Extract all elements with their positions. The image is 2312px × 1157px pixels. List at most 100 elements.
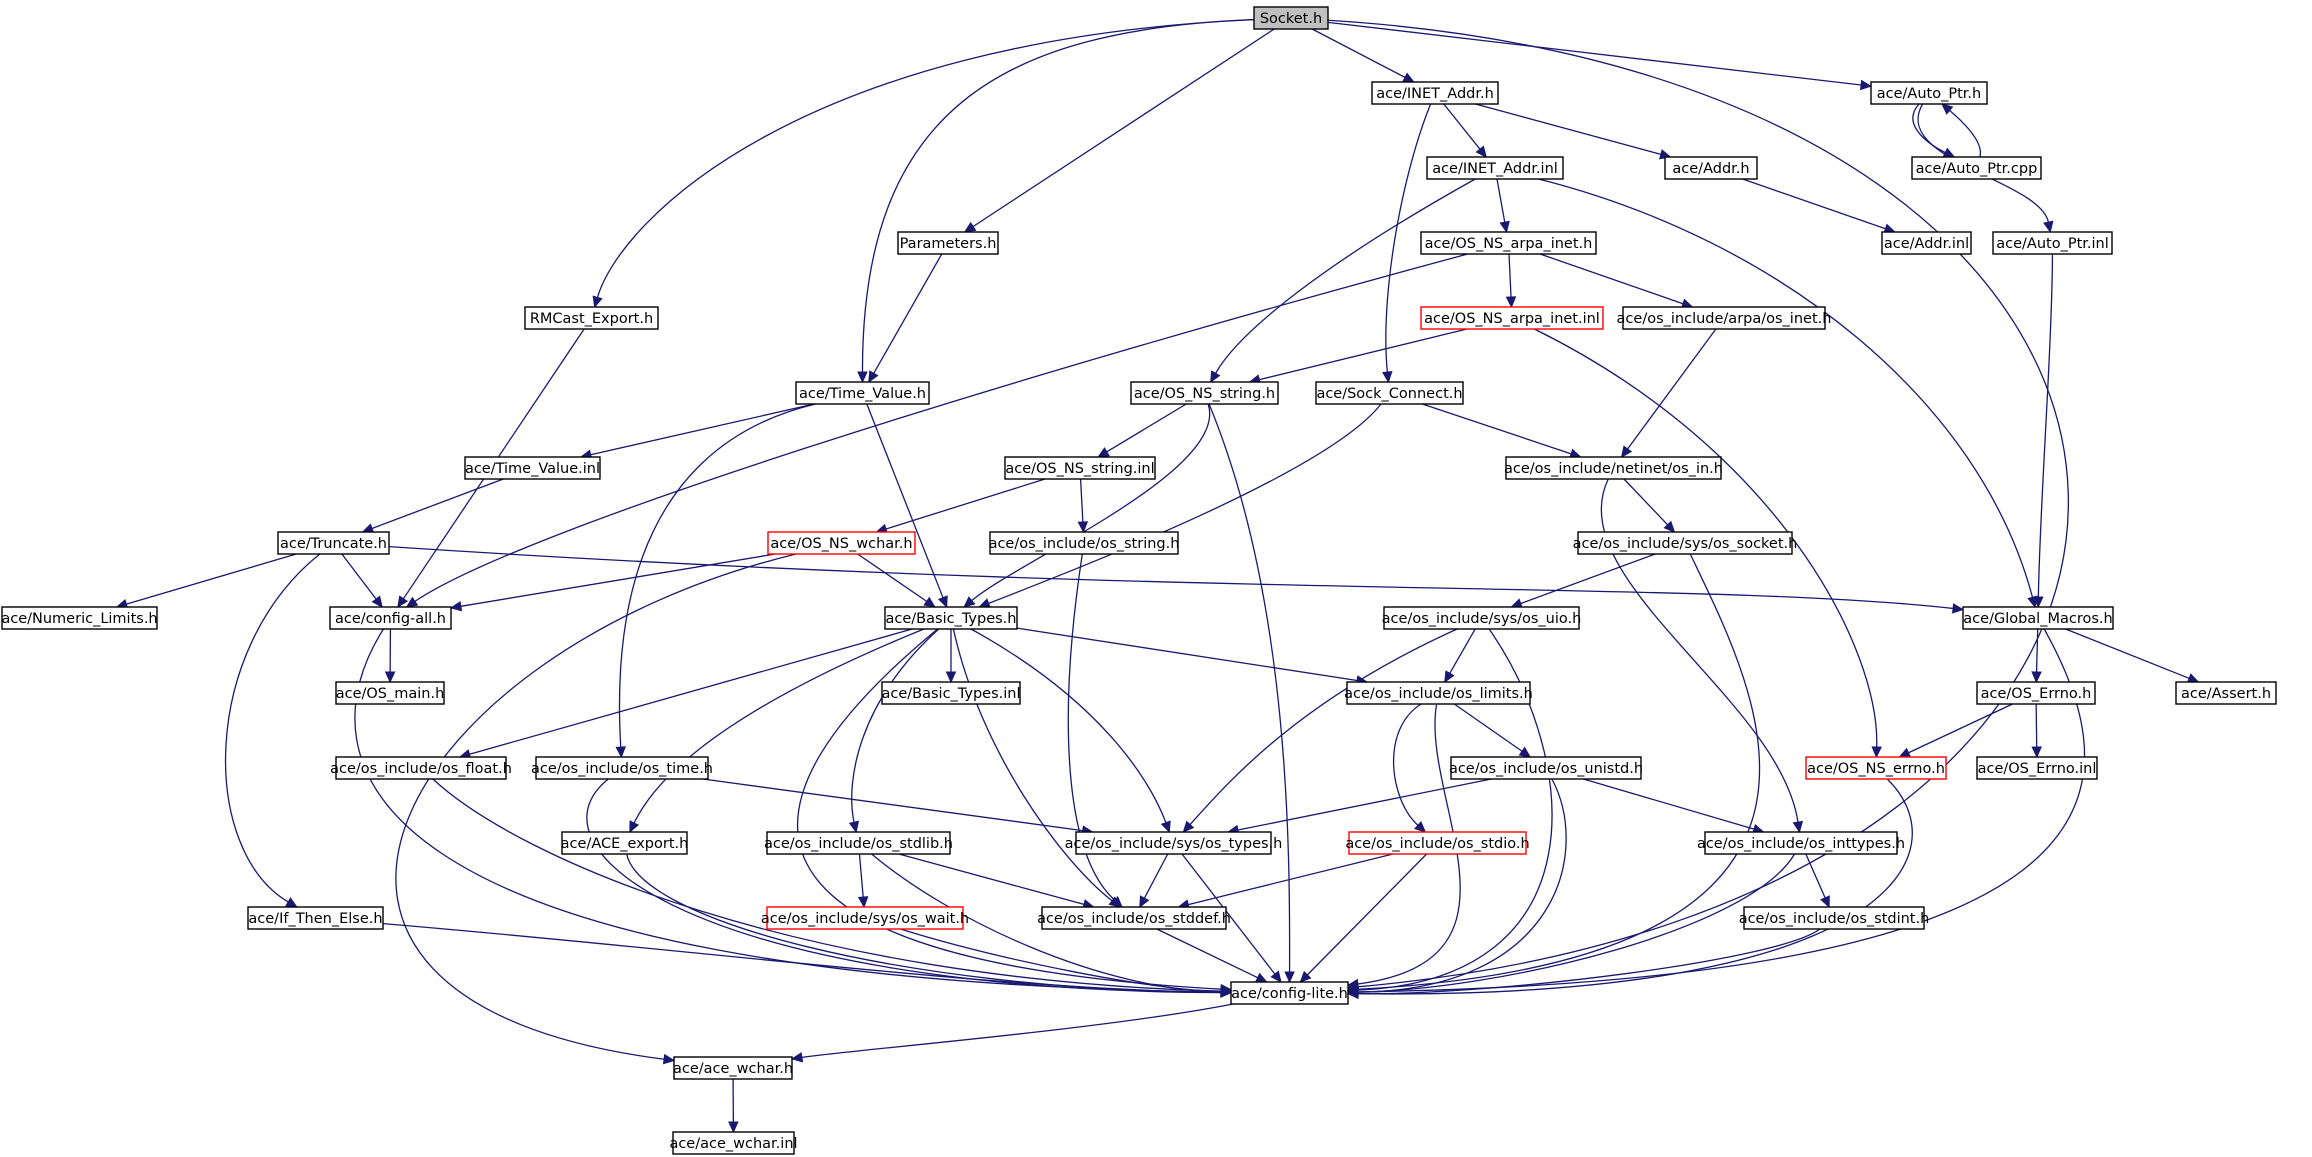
node-os-stdlib-h[interactable]: ace/os_include/os_stdlib.h: [764, 831, 953, 855]
node-box[interactable]: [1420, 306, 1604, 330]
node-box[interactable]: [1450, 756, 1642, 780]
node-addr-inl[interactable]: ace/Addr.inl: [1881, 231, 1972, 255]
node-sys-os-wait-h[interactable]: ace/os_include/sys/os_wait.h: [761, 906, 969, 930]
node-netinet-os-in-h[interactable]: ace/os_include/netinet/os_in.h: [1504, 456, 1723, 480]
node-ace-wchar-inl[interactable]: ace/ace_wchar.inl: [669, 1131, 798, 1155]
node-os-float-h[interactable]: ace/os_include/os_float.h: [330, 756, 512, 780]
node-box[interactable]: [1348, 831, 1527, 855]
node-truncate-h[interactable]: ace/Truncate.h: [277, 531, 390, 555]
node-global-macros-h[interactable]: ace/Global_Macros.h: [1962, 606, 2114, 630]
node-box[interactable]: [767, 531, 916, 555]
node-box[interactable]: [1420, 231, 1597, 255]
node-rmcast-export-h[interactable]: RMCast_Export.h: [524, 306, 659, 330]
node-box[interactable]: [1426, 156, 1564, 180]
node-box[interactable]: [1, 606, 158, 630]
node-sock-connect-h[interactable]: ace/Sock_Connect.h: [1315, 381, 1464, 405]
node-box[interactable]: [766, 906, 964, 930]
node-if-then-else-h[interactable]: ace/If_Then_Else.h: [247, 906, 384, 930]
node-os-inttypes-h[interactable]: ace/os_include/os_inttypes.h: [1697, 831, 1905, 855]
node-box[interactable]: [673, 1056, 793, 1080]
node-parameters-h[interactable]: Parameters.h: [897, 231, 999, 255]
node-arpa-os-inet-h[interactable]: ace/os_include/arpa/os_inet.h: [1617, 306, 1832, 330]
node-os-time-h[interactable]: ace/os_include/os_time.h: [531, 756, 713, 780]
node-box[interactable]: [329, 606, 452, 630]
node-box[interactable]: [1315, 381, 1464, 405]
node-sys-os-uio-h[interactable]: ace/os_include/sys/os_uio.h: [1382, 606, 1582, 630]
node-box[interactable]: [1371, 81, 1499, 105]
node-assert-h[interactable]: ace/Assert.h: [2175, 681, 2277, 705]
node-ace-wchar-h[interactable]: ace/ace_wchar.h: [673, 1056, 793, 1080]
node-box[interactable]: [1622, 306, 1826, 330]
node-os-ns-wchar-h[interactable]: ace/OS_NS_wchar.h: [767, 531, 916, 555]
node-basic-types-h[interactable]: ace/Basic_Types.h: [884, 606, 1018, 630]
node-os-stddef-h[interactable]: ace/os_include/os_stddef.h: [1037, 906, 1231, 930]
node-box[interactable]: [1041, 906, 1227, 930]
node-box[interactable]: [277, 531, 390, 555]
node-box[interactable]: [1976, 756, 2098, 780]
node-box[interactable]: [1992, 231, 2113, 255]
node-config-lite-h[interactable]: ace/config-lite.h: [1230, 981, 1349, 1005]
node-box[interactable]: [766, 831, 951, 855]
node-auto-ptr-cpp[interactable]: ace/Auto_Ptr.cpp: [1911, 156, 2042, 180]
node-box[interactable]: [1881, 231, 1972, 255]
node-auto-ptr-inl[interactable]: ace/Auto_Ptr.inl: [1992, 231, 2113, 255]
node-os-stdint-h[interactable]: ace/os_include/os_stdint.h: [1739, 906, 1930, 930]
node-os-string-h[interactable]: ace/os_include/os_string.h: [989, 531, 1180, 555]
node-socket-h[interactable]: Socket.h: [1253, 6, 1329, 30]
node-time-value-inl[interactable]: ace/Time_Value.inl: [464, 456, 601, 480]
node-box[interactable]: [1004, 456, 1156, 480]
node-box[interactable]: [2175, 681, 2277, 705]
node-os-errno-h[interactable]: ace/OS_Errno.h: [1976, 681, 2096, 705]
node-ace-export-h[interactable]: ace/ACE_export.h: [561, 831, 689, 855]
node-box[interactable]: [1962, 606, 2114, 630]
node-box[interactable]: [535, 756, 709, 780]
node-box[interactable]: [795, 381, 930, 405]
node-basic-types-inl[interactable]: ace/Basic_Types.inl: [881, 681, 1021, 705]
node-addr-h[interactable]: ace/Addr.h: [1664, 156, 1758, 180]
node-os-ns-arpa-inet-inl[interactable]: ace/OS_NS_arpa_inet.inl: [1420, 306, 1604, 330]
node-os-ns-errno-h[interactable]: ace/OS_NS_errno.h: [1805, 756, 1947, 780]
node-box[interactable]: [1911, 156, 2042, 180]
node-box[interactable]: [884, 606, 1018, 630]
node-os-unistd-h[interactable]: ace/os_include/os_unistd.h: [1449, 756, 1643, 780]
node-box[interactable]: [897, 231, 999, 255]
node-auto-ptr-h[interactable]: ace/Auto_Ptr.h: [1870, 81, 1988, 105]
node-box[interactable]: [1383, 606, 1580, 630]
node-box[interactable]: [881, 681, 1021, 705]
node-os-stdio-h[interactable]: ace/os_include/os_stdio.h: [1345, 831, 1530, 855]
node-config-all-h[interactable]: ace/config-all.h: [329, 606, 452, 630]
node-box[interactable]: [1805, 756, 1947, 780]
node-box[interactable]: [672, 1131, 795, 1155]
node-box[interactable]: [247, 906, 384, 930]
node-os-main-h[interactable]: ace/OS_main.h: [335, 681, 445, 705]
node-box[interactable]: [1346, 681, 1531, 705]
node-box[interactable]: [1664, 156, 1758, 180]
node-time-value-h[interactable]: ace/Time_Value.h: [795, 381, 930, 405]
node-box[interactable]: [1743, 906, 1925, 930]
node-box[interactable]: [1230, 981, 1349, 1005]
node-os-errno-inl[interactable]: ace/OS_Errno.inl: [1976, 756, 2098, 780]
node-os-limits-h[interactable]: ace/os_include/os_limits.h: [1344, 681, 1533, 705]
node-box[interactable]: [1075, 831, 1272, 855]
node-box[interactable]: [335, 756, 507, 780]
node-box[interactable]: [989, 531, 1179, 555]
node-inet-addr-h[interactable]: ace/INET_Addr.h: [1371, 81, 1499, 105]
node-sys-os-socket-h[interactable]: ace/os_include/sys/os_socket.h: [1573, 531, 1798, 555]
node-box[interactable]: [335, 681, 445, 705]
node-inet-addr-inl[interactable]: ace/INET_Addr.inl: [1426, 156, 1564, 180]
node-box[interactable]: [1704, 831, 1898, 855]
node-os-ns-string-h[interactable]: ace/OS_NS_string.h: [1130, 381, 1279, 405]
node-box[interactable]: [1253, 6, 1329, 30]
node-box[interactable]: [1130, 381, 1279, 405]
node-box[interactable]: [561, 831, 688, 855]
node-box[interactable]: [524, 306, 659, 330]
node-sys-os-types-h[interactable]: ace/os_include/sys/os_types.h: [1065, 831, 1283, 855]
node-box[interactable]: [1577, 531, 1793, 555]
node-os-ns-string-inl[interactable]: ace/OS_NS_string.inl: [1004, 456, 1156, 480]
node-box[interactable]: [1505, 456, 1722, 480]
node-box[interactable]: [1976, 681, 2096, 705]
node-box[interactable]: [1870, 81, 1988, 105]
node-os-ns-arpa-inet-h[interactable]: ace/OS_NS_arpa_inet.h: [1420, 231, 1597, 255]
node-box[interactable]: [464, 456, 601, 480]
node-numeric-limits-h[interactable]: ace/Numeric_Limits.h: [1, 606, 158, 630]
